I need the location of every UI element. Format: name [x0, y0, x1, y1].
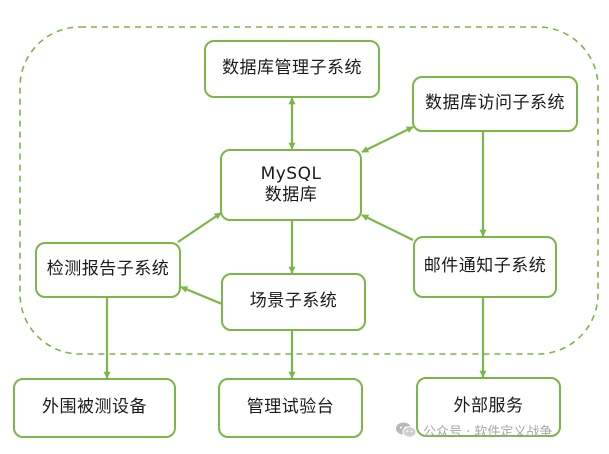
db-access-subsystem-node: 数据库访问子系统 [412, 76, 578, 132]
arrow-mail-to-mysql [361, 214, 414, 241]
external-service-node: 外部服务 [416, 377, 561, 437]
mail-notification-label: 邮件通知子系统 [423, 256, 547, 277]
arrow-report-to-mysql [177, 212, 222, 243]
scene-label: 场景子系统 [249, 291, 338, 312]
mysql-label-line2: 数据库 [264, 185, 318, 205]
db-management-subsystem-node: 数据库管理子系统 [204, 40, 380, 98]
arrow-scene-to-report [180, 285, 223, 306]
mysql-label: MySQL 数据库 [261, 164, 322, 207]
inspection-report-label: 检测报告子系统 [46, 259, 170, 280]
watermark-text: 公众号 · 软件定义战争 [423, 424, 553, 440]
management-testbench-node: 管理试验台 [218, 378, 363, 438]
db-access-label: 数据库访问子系统 [425, 93, 565, 114]
inspection-report-subsystem-node: 检测报告子系统 [35, 242, 181, 298]
db-management-label: 数据库管理子系统 [222, 58, 362, 79]
external-service-label: 外部服务 [453, 396, 524, 417]
mail-notification-subsystem-node: 邮件通知子系统 [413, 236, 557, 298]
peripheral-device-node: 外围被测设备 [13, 378, 176, 438]
mysql-database-node: MySQL 数据库 [220, 149, 362, 221]
subsystem-group-boundary [19, 26, 599, 355]
peripheral-device-label: 外围被测设备 [42, 397, 147, 418]
management-testbench-label: 管理试验台 [246, 397, 335, 418]
scene-subsystem-node: 场景子系统 [221, 273, 366, 331]
watermark: 公众号 · 软件定义战争 [395, 419, 552, 441]
arrow-dbaccess-mysql [361, 126, 414, 153]
wechat-icon [396, 422, 417, 438]
mysql-label-line1: MySQL [260, 163, 322, 184]
